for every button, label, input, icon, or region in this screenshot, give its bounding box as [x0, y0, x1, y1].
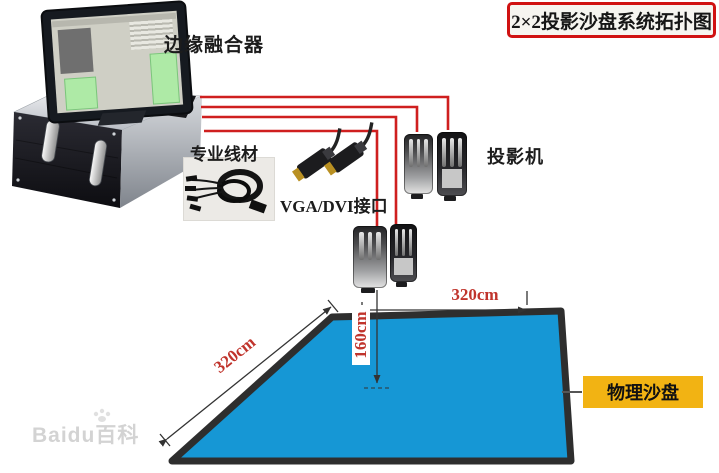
software-panel-green-left	[63, 76, 99, 111]
cable-3	[202, 115, 398, 224]
cable-4	[204, 129, 379, 226]
signal-cables	[200, 95, 450, 226]
projector-vents-icon	[394, 229, 413, 256]
projector-vents-icon	[409, 139, 428, 167]
professional-cable-label: 专业线材	[190, 145, 258, 164]
projector-vents-icon	[442, 137, 462, 168]
projector-foot	[410, 194, 423, 199]
cable-bundle-icon	[185, 169, 267, 214]
projection-offset-dimension: 160cm	[351, 305, 370, 365]
projector-panel	[441, 169, 463, 189]
watermark-paw-icon	[93, 408, 111, 422]
projector-top-left	[404, 134, 433, 199]
projector-top-right	[437, 132, 467, 201]
projector-foot	[396, 282, 408, 287]
software-panel-dark	[57, 28, 94, 74]
dim-line-diagonal	[158, 306, 332, 447]
projector-panel	[394, 257, 413, 276]
diagram-title: 2×2投影沙盘系统拓扑图	[507, 2, 716, 38]
cable-1	[200, 95, 450, 130]
software-panel-green-right	[149, 52, 180, 105]
table-width-dimension: 320cm	[451, 285, 499, 304]
vga-dvi-port-label: VGA/DVI接口	[280, 197, 388, 216]
cable-2	[201, 105, 419, 132]
physical-sandbox-tag: 物理沙盘	[583, 376, 703, 408]
cable-bundle-photo	[183, 157, 275, 221]
blending-software-screen	[50, 10, 184, 114]
edge-blender-label: 边缘融合器	[164, 35, 265, 56]
dimension-lines	[158, 290, 528, 447]
projector-bottom-right	[390, 224, 417, 287]
projector-bottom-left	[353, 226, 387, 293]
projector-label: 投影机	[487, 147, 544, 167]
watermark: Baidu百科	[32, 424, 140, 447]
projector-foot	[361, 288, 375, 293]
dvi-connectors-icon	[292, 122, 374, 182]
control-monitor	[40, 0, 194, 124]
projector-vents-icon	[359, 231, 381, 261]
rack-handle-icon	[88, 139, 108, 187]
projector-foot	[444, 196, 457, 201]
